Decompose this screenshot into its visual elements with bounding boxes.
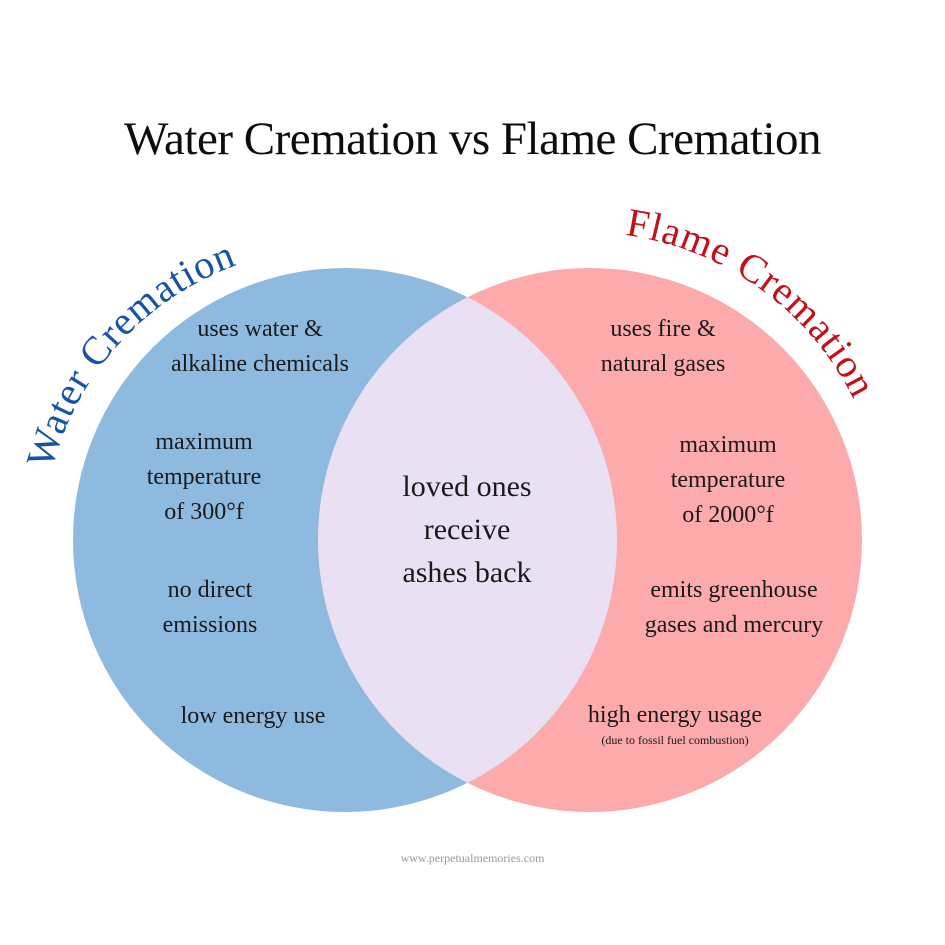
footer-url: www.perpetualmemories.com <box>400 851 545 865</box>
text-line: no direct <box>167 577 253 603</box>
text-line: uses water & <box>197 316 323 342</box>
text-line: ashes back <box>402 556 532 589</box>
water-item-temperature: maximum temperature of 300°f <box>104 425 304 530</box>
flame-energy-footnote: (due to fossil fuel combustion) <box>601 733 749 747</box>
water-item-emissions: no direct emissions <box>110 573 310 643</box>
shared-item: loved ones receive ashes back <box>367 465 567 594</box>
flame-item-energy: high energy usage (due to fossil fuel co… <box>555 698 795 747</box>
water-item-energy: low energy use <box>153 699 353 734</box>
flame-item-temperature: maximum temperature of 2000°f <box>628 428 828 533</box>
water-item-chemicals: uses water & alkaline chemicals <box>140 312 380 382</box>
text-line: temperature <box>146 464 262 490</box>
text-line: maximum <box>679 432 777 458</box>
overlap-region <box>318 268 617 812</box>
flame-item-emissions: emits greenhouse gases and mercury <box>614 573 854 643</box>
text-line: emits greenhouse <box>650 577 818 603</box>
text-line: receive <box>423 513 511 546</box>
text-line: high energy usage <box>587 702 763 728</box>
text-line: alkaline chemicals <box>171 351 349 377</box>
text-line: low energy use <box>180 703 326 729</box>
text-line: loved ones <box>402 470 532 503</box>
page-title: Water Cremation vs Flame Cremation <box>123 113 822 165</box>
text-line: gases and mercury <box>644 612 824 638</box>
text-line: of 300°f <box>164 499 244 525</box>
flame-item-gases: uses fire & natural gases <box>563 312 763 382</box>
text-line: temperature <box>670 467 786 493</box>
text-line: natural gases <box>600 351 726 377</box>
text-line: emissions <box>162 612 258 638</box>
text-line: maximum <box>155 429 253 455</box>
text-line: uses fire & <box>610 316 716 342</box>
text-line: of 2000°f <box>682 502 774 528</box>
